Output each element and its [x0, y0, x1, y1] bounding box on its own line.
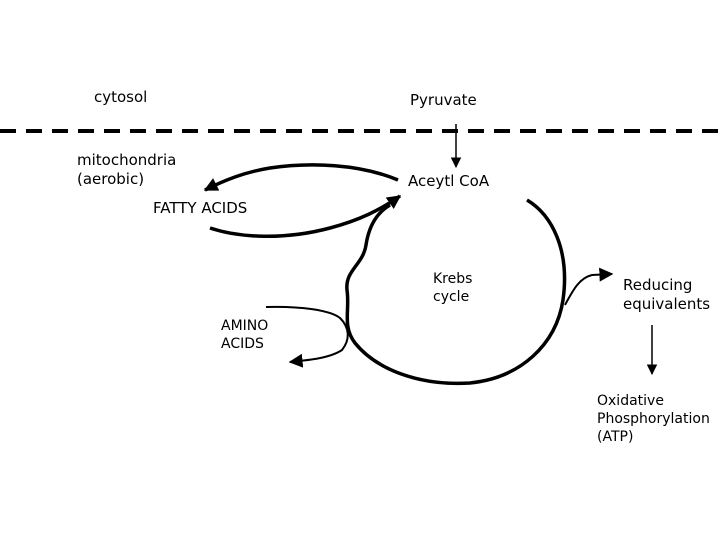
cytosol-label: cytosol — [94, 88, 148, 106]
fatty-acids-to-acetyl-coa-arrow — [209, 194, 402, 238]
amino-acids-label: AMINO ACIDS — [221, 318, 269, 352]
oxidative-phosphorylation-label: Oxidative Phosphorylation (ATP) — [597, 393, 710, 445]
krebs-cycle-loop — [345, 198, 567, 386]
krebs-to-reducing-equivalents-arrow — [564, 267, 614, 306]
fatty-acids-label: FATTY ACIDS — [153, 199, 248, 217]
acetyl-coa-to-fatty-acids-arrow — [203, 163, 399, 192]
acetyl-coa-label: Aceytl CoA — [408, 172, 490, 190]
mitochondria-label: mitochondria (aerobic) — [77, 151, 177, 188]
reducing-equivalents-label: Reducing equivalents — [623, 276, 711, 313]
krebs-cycle-label: Krebs cycle — [433, 271, 473, 305]
amino-acids-arrow — [265, 305, 349, 368]
pyruvate-label: Pyruvate — [410, 91, 477, 109]
